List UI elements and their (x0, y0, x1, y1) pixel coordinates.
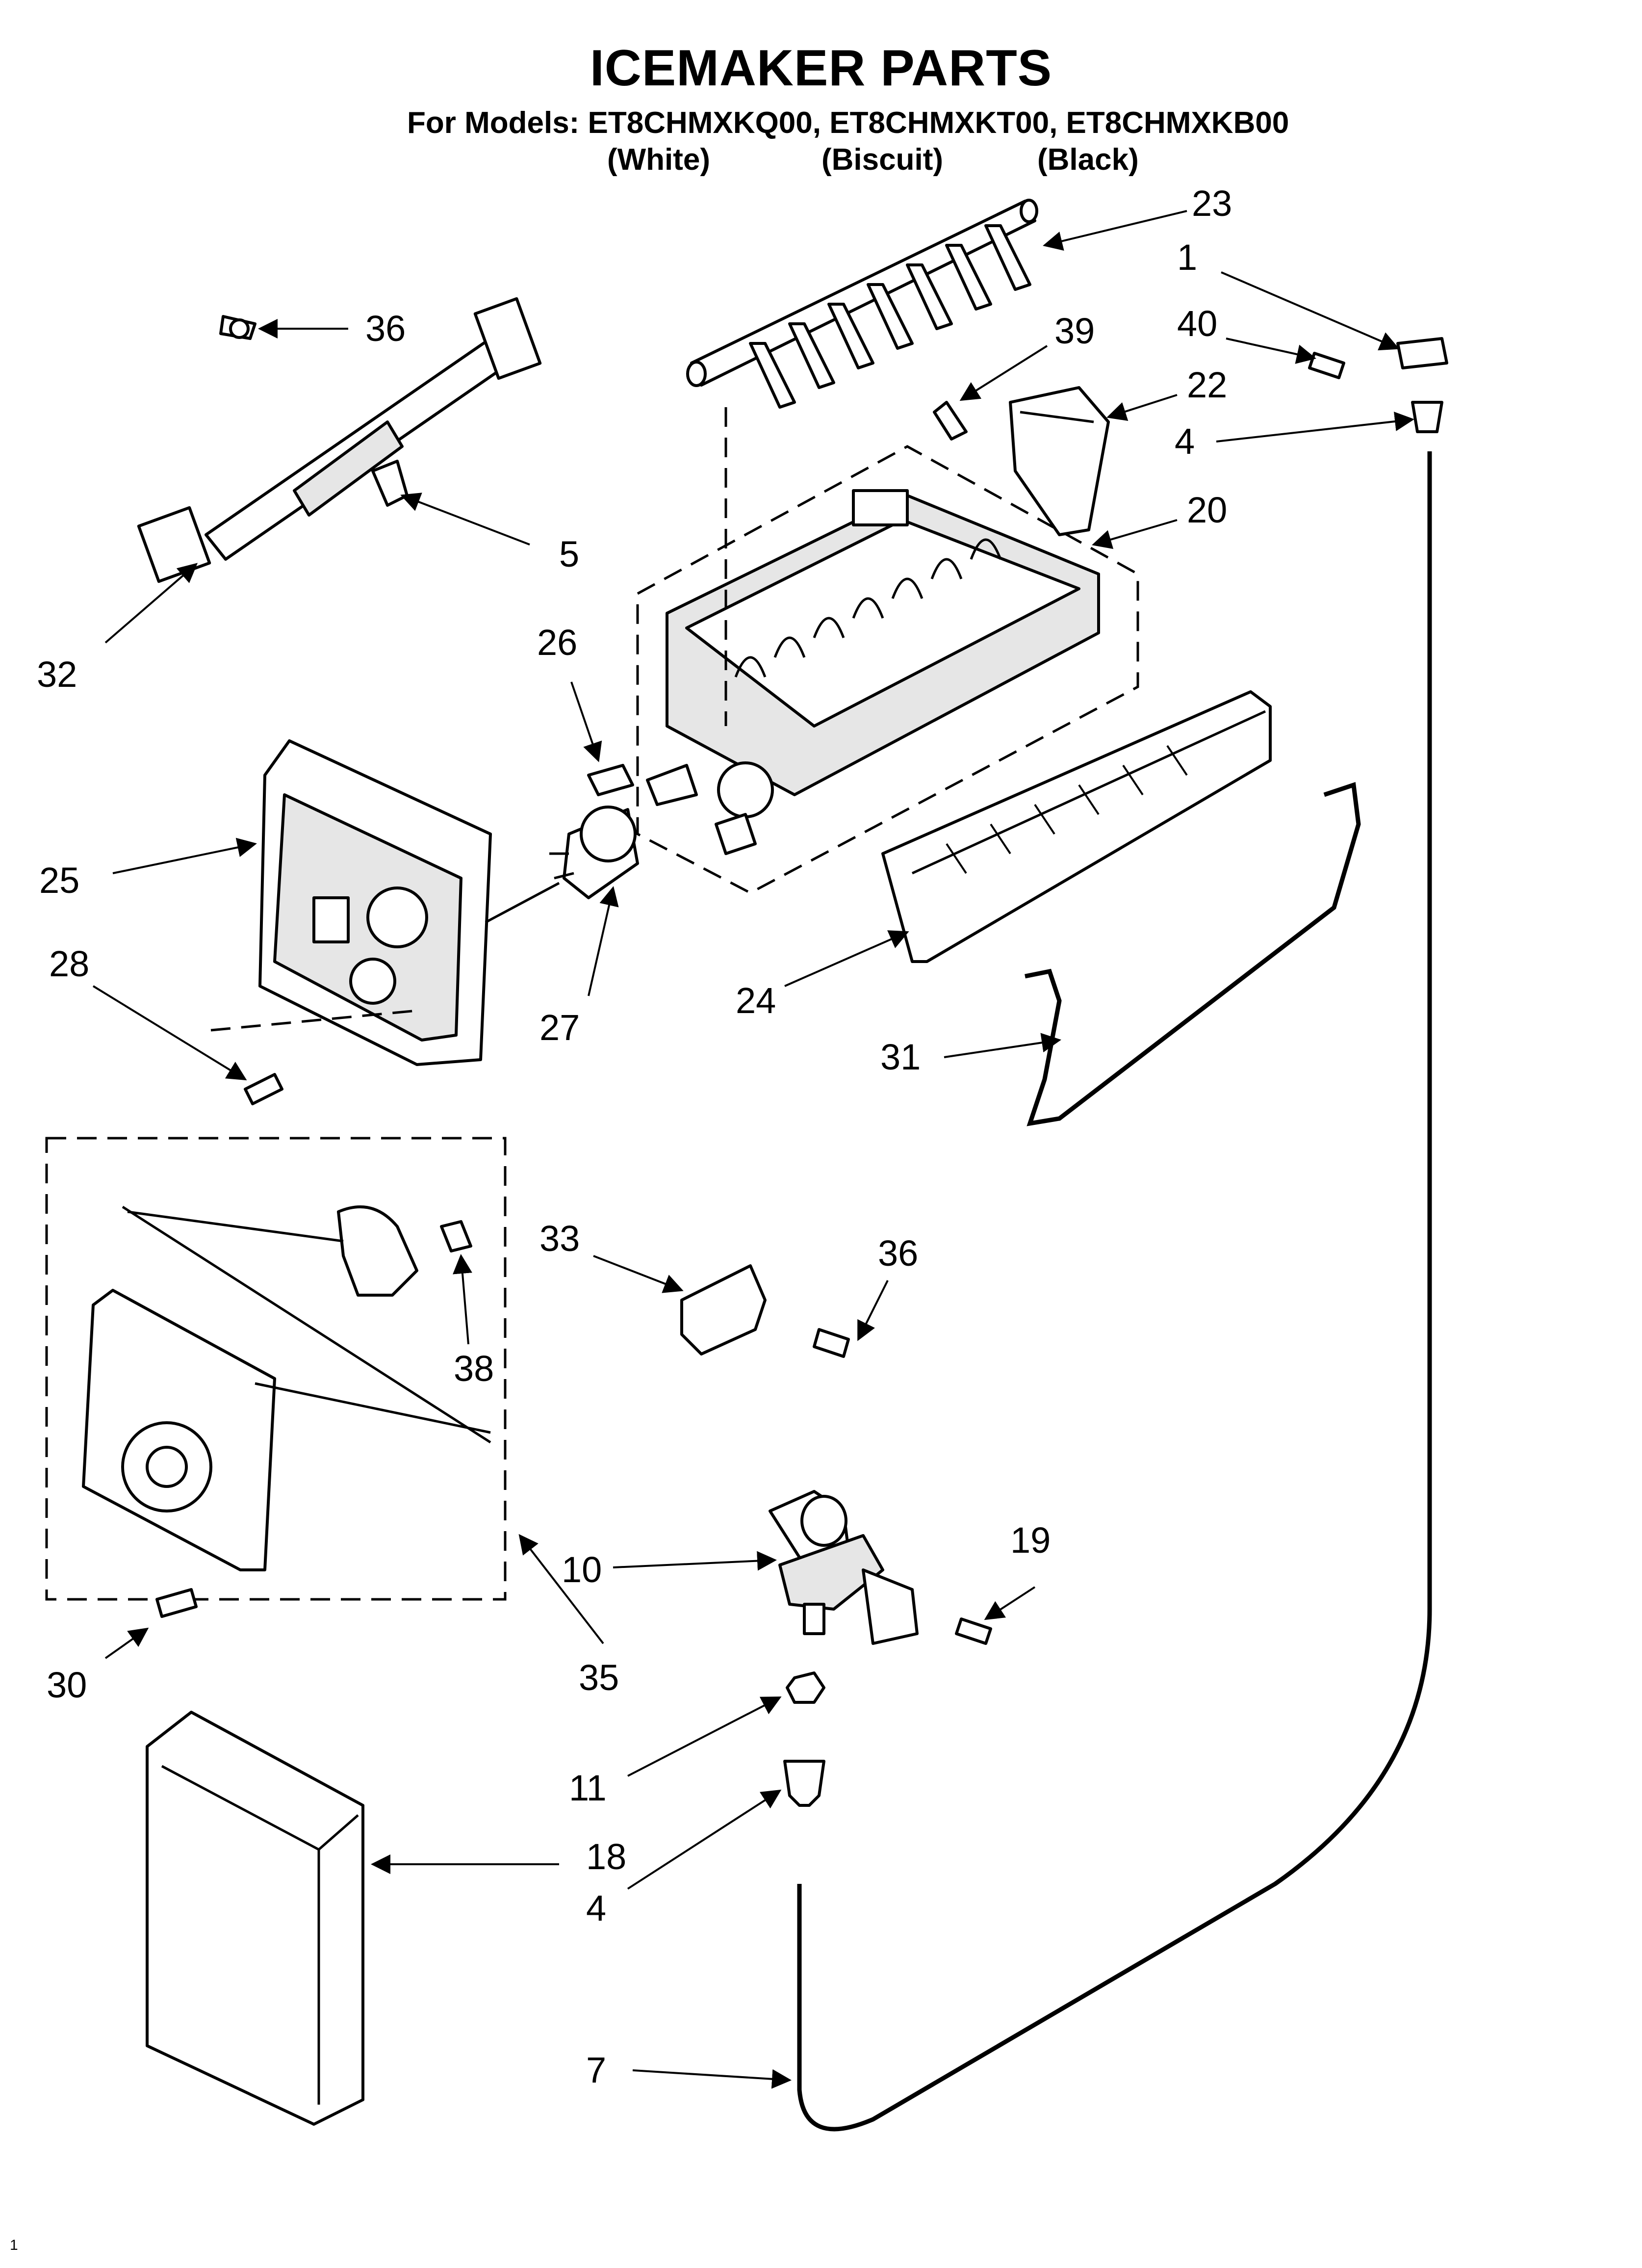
part-26b-connector (646, 764, 698, 806)
part-11-nut (786, 1671, 825, 1704)
part-number-labels: 23 1 40 39 22 4 20 36 5 32 26 25 28 27 2… (37, 183, 1232, 2090)
part-7-water-tube (797, 451, 1432, 2132)
screw-40 (1308, 352, 1345, 379)
page-title: ICEMAKER PARTS (590, 40, 1052, 97)
part-35-control-module (82, 1205, 491, 1571)
part-4-ferrule-upper (1411, 401, 1443, 433)
part-10-water-valve (769, 1490, 919, 1645)
label-5: 5 (559, 534, 579, 574)
mold-heater-terminal (715, 813, 757, 855)
part-33-bracket (680, 1264, 767, 1356)
label-7: 7 (586, 2050, 606, 2090)
part-1-clamp (1396, 337, 1448, 369)
label-4-lower: 4 (586, 1888, 606, 1929)
screw-39 (933, 401, 968, 441)
label-11: 11 (569, 1768, 607, 1808)
part-26-clip (587, 764, 634, 796)
part-22-fill-cup (1009, 386, 1110, 536)
label-23: 23 (1192, 183, 1232, 224)
label-28: 28 (49, 943, 89, 984)
label-22: 22 (1187, 365, 1227, 405)
screw-38 (440, 1220, 472, 1252)
part-27-thermostat (549, 806, 639, 899)
part-23-ejector-shaft (686, 199, 1038, 409)
label-36-mid: 36 (878, 1233, 918, 1274)
label-24: 24 (736, 980, 776, 1021)
label-32: 32 (37, 654, 77, 695)
label-19: 19 (1010, 1520, 1051, 1561)
label-33: 33 (539, 1218, 580, 1259)
leader-lines (92, 210, 1414, 2089)
part-5-clip (371, 460, 409, 507)
part-35-module-box (45, 1137, 507, 1601)
label-18: 18 (586, 1836, 626, 1877)
label-38: 38 (454, 1348, 494, 1389)
models-subtitle: For Models: ET8CHMXKQ00, ET8CHMXKT00, ET… (407, 106, 1289, 140)
part-20-ice-mold (636, 445, 1139, 894)
screw-36-top (219, 315, 257, 340)
screw-36-mid (813, 1328, 850, 1358)
leader-dashed-module (210, 1009, 417, 1032)
part-32-wire-harness (137, 297, 542, 583)
variant-black: (Black) (1037, 143, 1139, 177)
part-4-ferrule-lower (783, 1760, 825, 1807)
label-35: 35 (579, 1657, 619, 1698)
label-4-upper: 4 (1175, 421, 1195, 462)
label-30: 30 (47, 1665, 87, 1705)
label-1: 1 (1177, 237, 1197, 278)
part-18-cover (146, 1711, 364, 2126)
screw-30 (155, 1588, 198, 1618)
screw-28 (244, 1073, 283, 1105)
variant-white: (White) (607, 143, 711, 177)
screw-19 (955, 1617, 992, 1645)
label-40: 40 (1177, 303, 1217, 344)
page-mark: 1 (10, 2237, 18, 2253)
label-20: 20 (1187, 490, 1227, 530)
label-26: 26 (537, 622, 577, 663)
label-10: 10 (562, 1549, 602, 1590)
label-25: 25 (39, 860, 79, 901)
label-36-top: 36 (365, 308, 406, 349)
variant-biscuit: (Biscuit) (821, 143, 943, 177)
part-24-stripper (881, 690, 1272, 963)
part-25-module-housing (258, 739, 492, 1066)
label-31: 31 (880, 1037, 921, 1077)
label-27: 27 (539, 1007, 580, 1048)
part-31-shutoff-arm (1025, 782, 1361, 1126)
label-39: 39 (1054, 311, 1095, 351)
